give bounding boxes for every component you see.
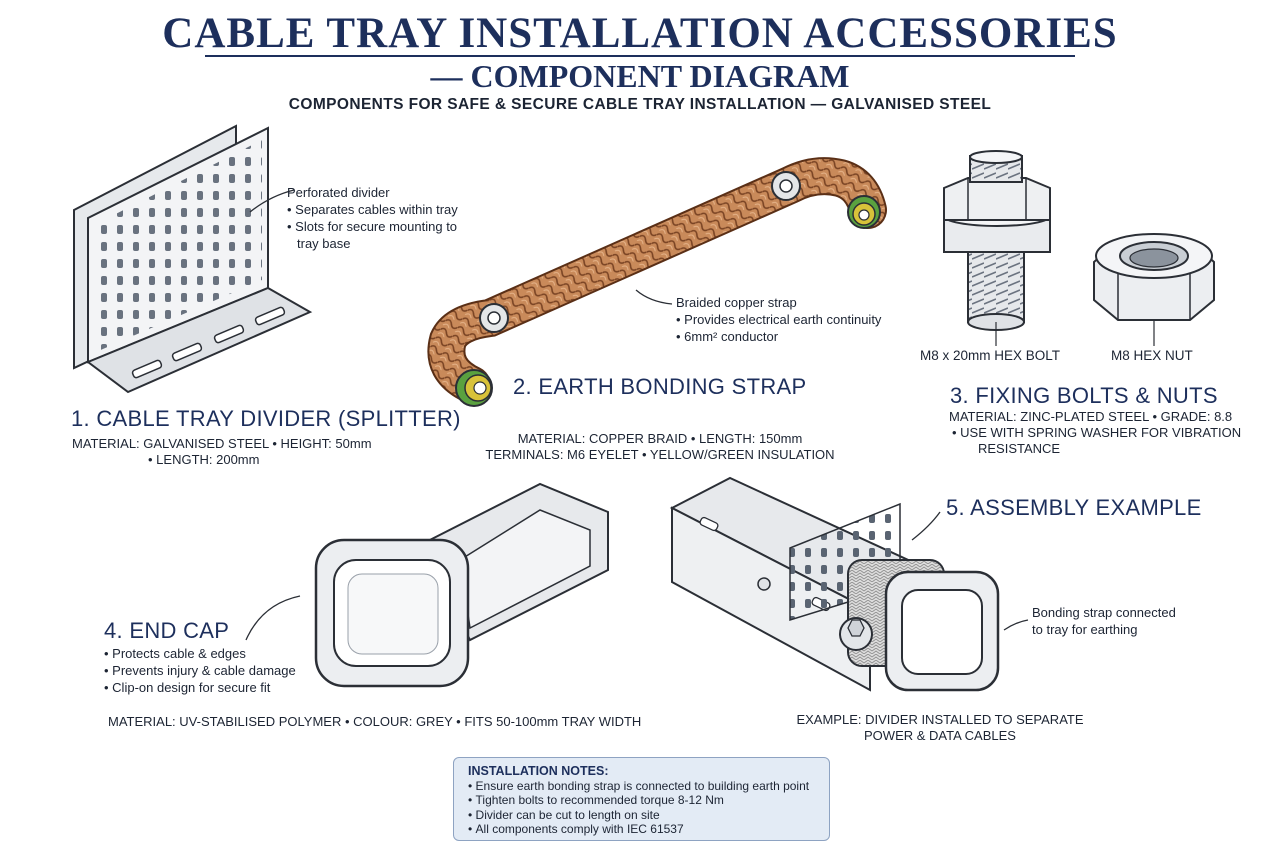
assembly-callout-line1: Bonding strap connected (1032, 605, 1176, 620)
page-tagline: COMPONENTS FOR SAFE & SECURE CABLE TRAY … (288, 96, 992, 113)
divider-callout-item: Separates cables within tray (287, 201, 487, 218)
notes-title: INSTALLATION NOTES: (468, 764, 609, 778)
page-title: CABLE TRAY INSTALLATION ACCESSORIES (162, 10, 1118, 57)
strap-spec-line1: MATERIAL: COPPER BRAID • LENGTH: 150mm (517, 431, 803, 446)
strap-callout-item: Provides electrical earth continuity (676, 311, 936, 328)
endcap-spec: MATERIAL: UV-STABILISED POLYMER • COLOUR… (108, 714, 642, 729)
divider-spec-line1: MATERIAL: GALVANISED STEEL • HEIGHT: 50m… (72, 436, 372, 451)
earth-bonding-strap-drawing (427, 157, 887, 407)
end-cap-drawing (245, 482, 609, 688)
bolts-spec-line3: RESISTANCE (978, 441, 1061, 456)
strap-callout: Braided copper strap Provides electrical… (676, 294, 936, 345)
divider-heading: 1. CABLE TRAY DIVIDER (SPLITTER) (71, 406, 461, 431)
bolts-heading: 3. FIXING BOLTS & NUTS (950, 383, 1218, 408)
strap-callout-title: Braided copper strap (676, 295, 797, 310)
strap-spec-line2: TERMINALS: M6 EYELET • YELLOW/GREEN INSU… (485, 447, 835, 462)
endcap-heading: 4. END CAP (104, 618, 230, 643)
divider-callout: Perforated divider Separates cables with… (287, 184, 487, 252)
title-underline (205, 55, 1075, 57)
assembly-heading: 5. ASSEMBLY EXAMPLE (946, 495, 1202, 520)
assembly-caption-line1: EXAMPLE: DIVIDER INSTALLED TO SEPARATE (796, 712, 1084, 727)
divider-callout-item: tray base (297, 236, 351, 251)
divider-callout-title: Perforated divider (287, 185, 390, 200)
assembly-example-drawing (669, 476, 1029, 692)
nut-label: M8 HEX NUT (1111, 348, 1193, 363)
notes-item: Ensure earth bonding strap is connected … (468, 779, 819, 794)
bolt-label: M8 x 20mm HEX BOLT (920, 348, 1061, 363)
bolts-spec-line2: • USE WITH SPRING WASHER FOR VIBRATION (952, 425, 1242, 440)
notes-item: All components comply with IEC 61537 (468, 822, 819, 837)
endcap-features: Protects cable & edges Prevents injury &… (104, 645, 344, 696)
bolts-spec-line1: MATERIAL: ZINC-PLATED STEEL • GRADE: 8.8 (949, 409, 1233, 424)
installation-notes-box: INSTALLATION NOTES: Ensure earth bonding… (453, 757, 830, 841)
divider-callout-item: Slots for secure mounting to (287, 218, 487, 235)
endcap-feature-item: Clip-on design for secure fit (104, 679, 344, 696)
strap-heading: 2. EARTH BONDING STRAP (513, 374, 807, 399)
notes-item: Divider can be cut to length on site (468, 808, 819, 823)
cable-tray-divider-drawing (73, 124, 313, 394)
hex-bolt-drawing (943, 150, 1051, 346)
divider-spec-line2: • LENGTH: 200mm (148, 452, 260, 467)
assembly-caption-line2: POWER & DATA CABLES (864, 728, 1016, 743)
endcap-feature-item: Prevents injury & cable damage (104, 662, 344, 679)
assembly-callout-line2: to tray for earthing (1032, 622, 1138, 637)
hex-nut-drawing (1093, 233, 1215, 346)
notes-item: Tighten bolts to recommended torque 8-12… (468, 793, 819, 808)
endcap-feature-item: Protects cable & edges (104, 645, 344, 662)
page-subtitle: — COMPONENT DIAGRAM (430, 58, 850, 94)
strap-callout-item: 6mm² conductor (676, 328, 936, 345)
